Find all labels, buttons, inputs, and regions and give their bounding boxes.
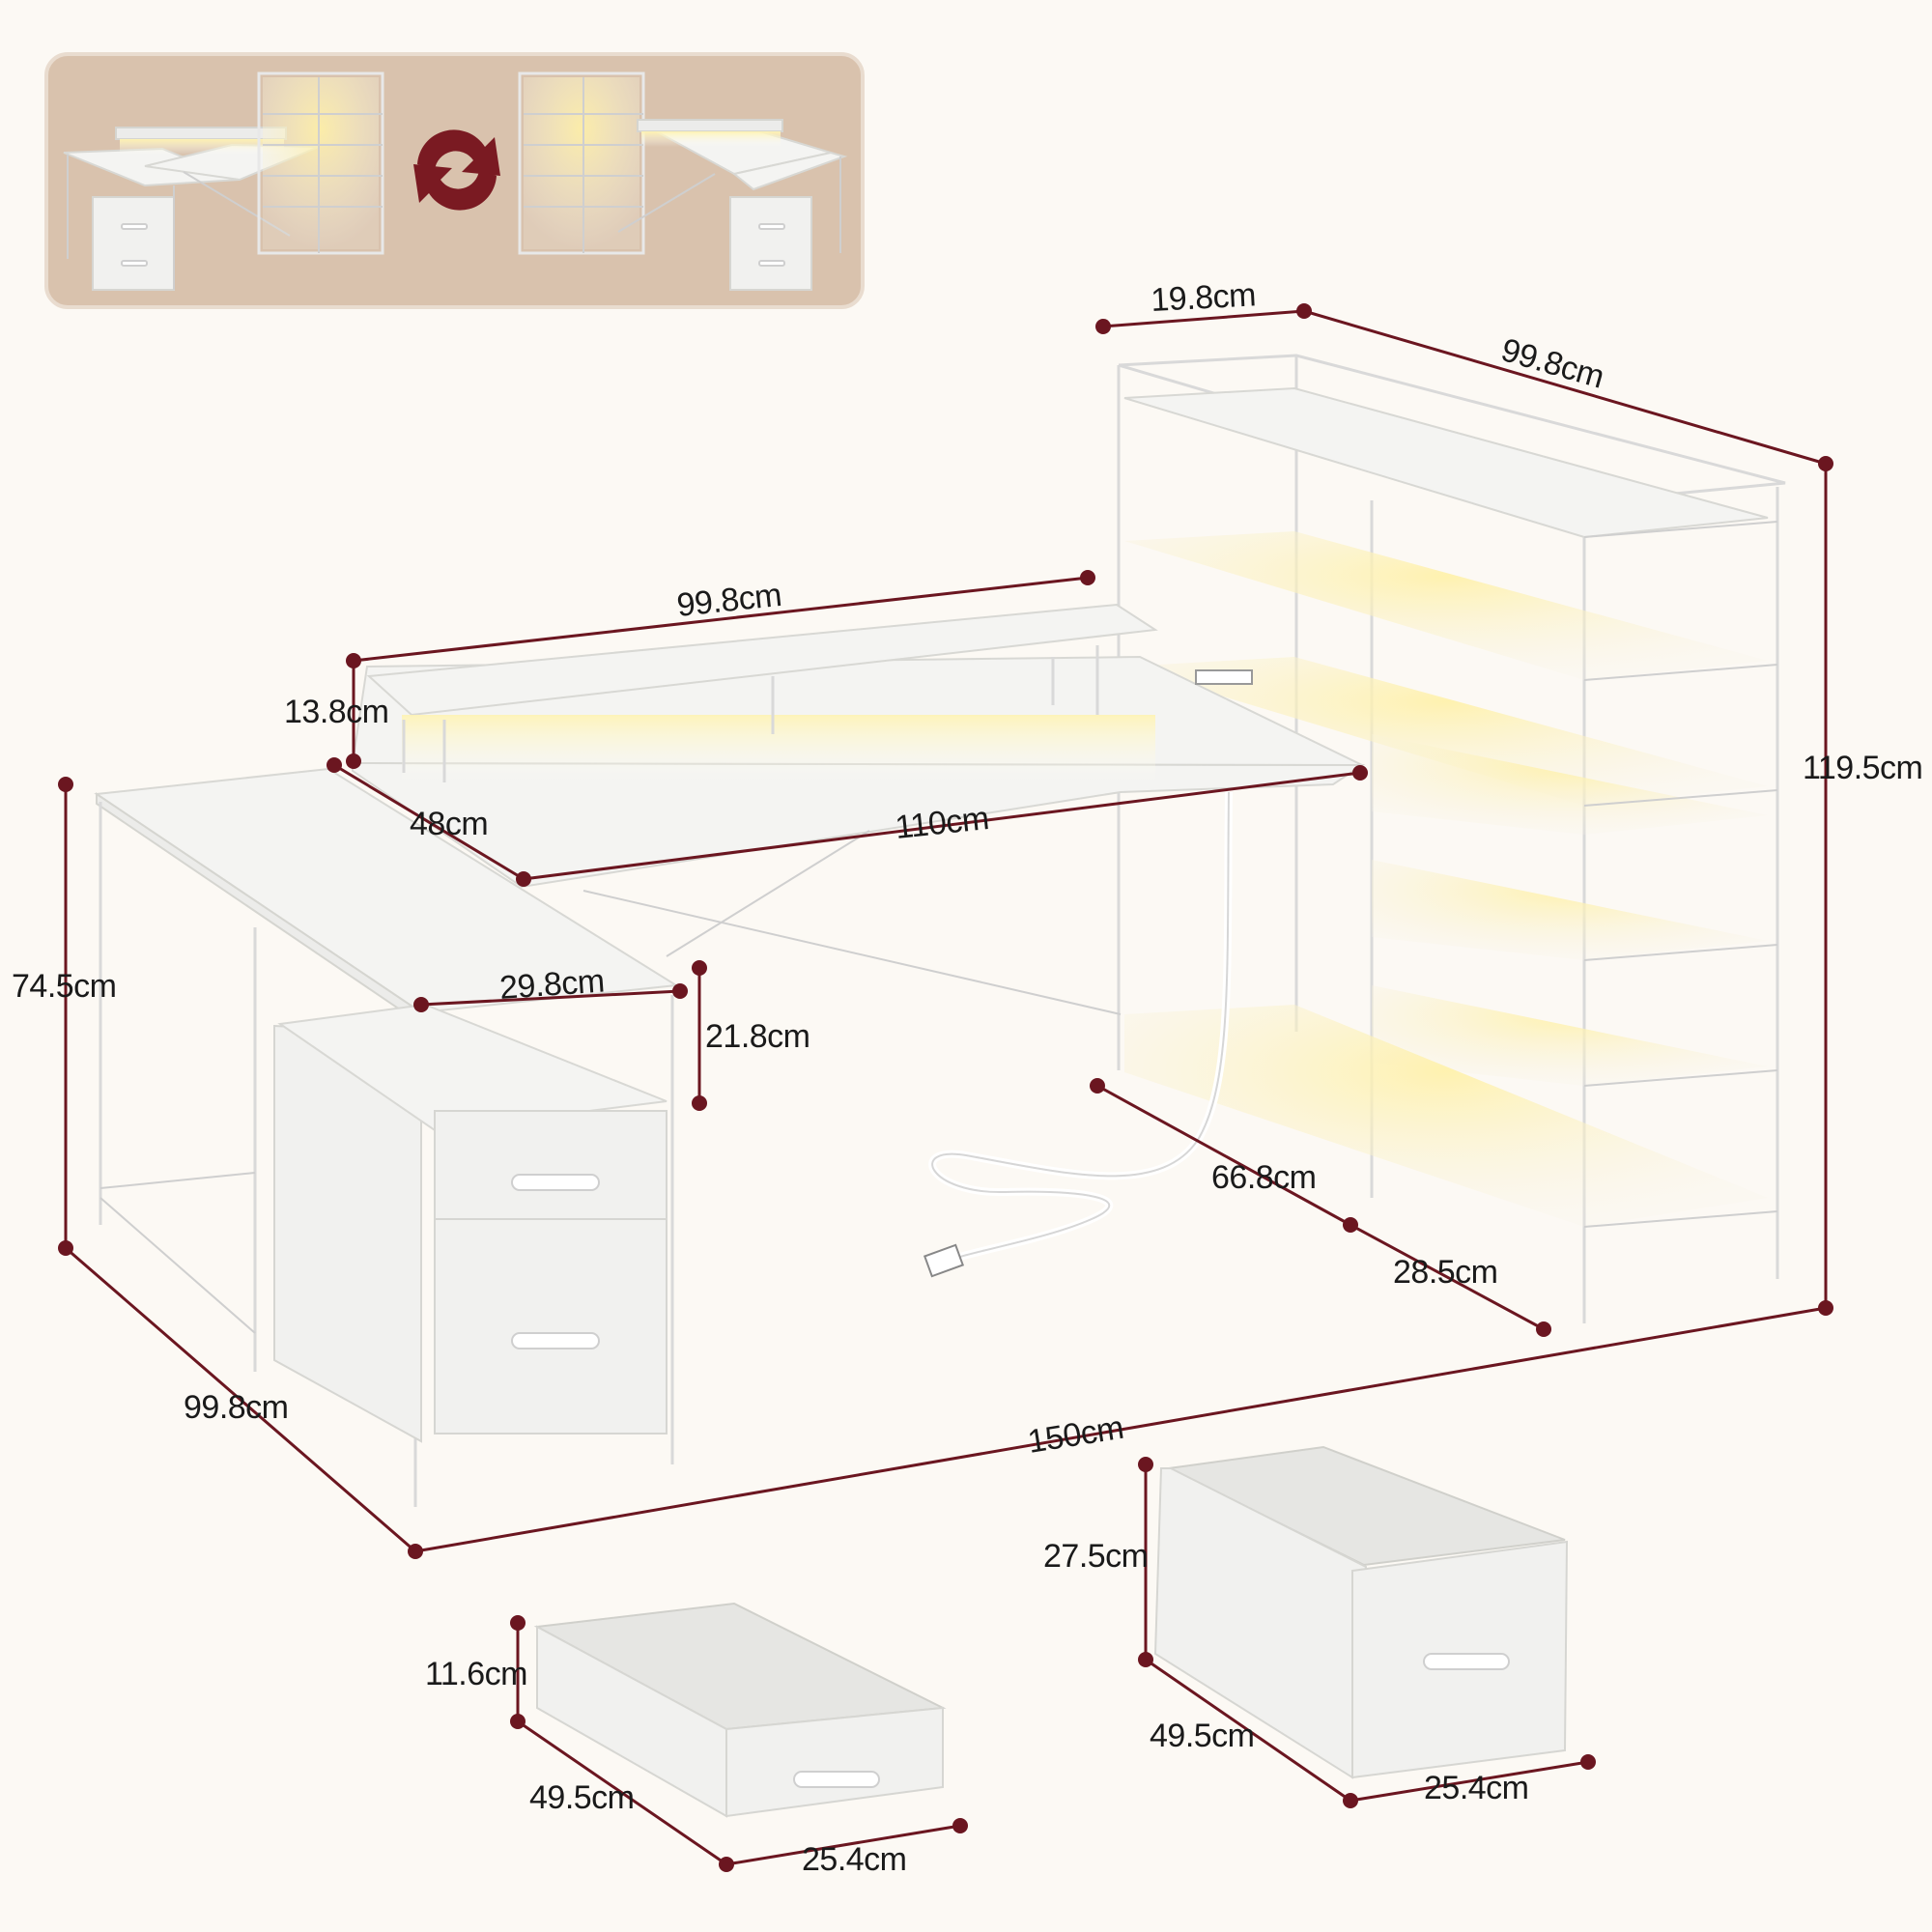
reversible-inset bbox=[44, 52, 865, 309]
plug-icon bbox=[923, 1243, 965, 1278]
label-small-drawer-height: 11.6cm bbox=[425, 1656, 527, 1692]
label-shelf-bottom-width: 28.5cm bbox=[1393, 1254, 1498, 1291]
small-drawer bbox=[533, 1602, 947, 1818]
label-desk-depth: 48cm bbox=[410, 806, 488, 842]
drawer-cabinet bbox=[273, 1003, 668, 1443]
drawer-handle-top bbox=[511, 1174, 600, 1191]
large-drawer-handle-icon bbox=[1423, 1653, 1510, 1670]
power-cable bbox=[923, 791, 1233, 1278]
inset-desk-right bbox=[518, 71, 848, 291]
dimension-lines bbox=[58, 303, 1833, 1872]
label-shelf-height: 119.5cm bbox=[1803, 750, 1922, 786]
label-monitor-stand-width: 99.8cm bbox=[675, 577, 783, 624]
bookshelf bbox=[1117, 354, 1786, 1323]
label-shelf-depth: 19.8cm bbox=[1150, 276, 1256, 319]
label-cabinet-open-height: 21.8cm bbox=[705, 1018, 810, 1055]
label-large-drawer-width: 25.4cm bbox=[1424, 1770, 1529, 1806]
desktop-side bbox=[94, 767, 1122, 1507]
label-large-drawer-depth: 49.5cm bbox=[1150, 1718, 1255, 1754]
label-small-drawer-width: 25.4cm bbox=[802, 1841, 907, 1878]
label-shelf-bottom-depth: 66.8cm bbox=[1211, 1159, 1317, 1196]
label-monitor-stand-height: 13.8cm bbox=[284, 694, 389, 730]
label-large-drawer-height: 27.5cm bbox=[1043, 1538, 1149, 1575]
label-total-length: 150cm bbox=[1025, 1409, 1125, 1461]
label-cabinet-width: 29.8cm bbox=[498, 963, 606, 1007]
label-small-drawer-depth: 49.5cm bbox=[529, 1779, 635, 1816]
power-strip bbox=[1195, 669, 1253, 685]
label-desk-height: 74.5cm bbox=[12, 968, 117, 1005]
monitor-stand bbox=[366, 603, 1158, 784]
label-desk-side-length: 99.8cm bbox=[184, 1389, 289, 1426]
drawer-handle-bottom bbox=[511, 1332, 600, 1350]
inset-desk-left bbox=[63, 71, 384, 291]
inset-panel bbox=[44, 52, 865, 309]
swap-arrows-icon bbox=[413, 129, 500, 211]
small-drawer-handle-icon bbox=[793, 1771, 880, 1788]
large-drawer bbox=[1153, 1445, 1569, 1779]
l-shaped-desk bbox=[94, 354, 1786, 1507]
